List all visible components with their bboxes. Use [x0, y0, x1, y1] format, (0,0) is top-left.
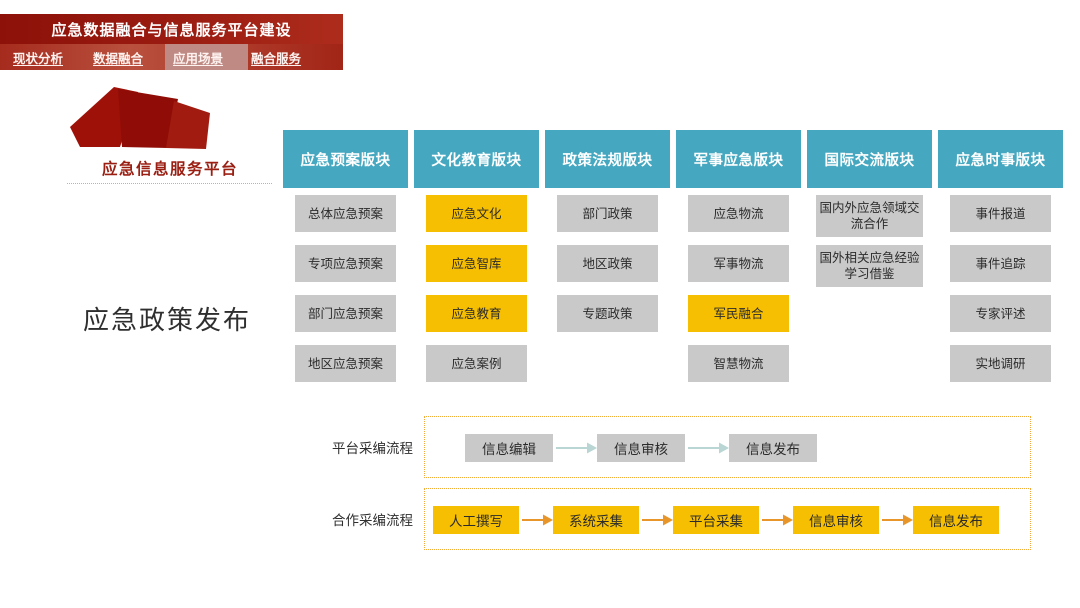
column-header[interactable]: 政策法规版块 [545, 130, 670, 188]
module-cell[interactable]: 专项应急预案 [295, 245, 396, 282]
logo-divider [67, 183, 272, 184]
column-header[interactable]: 文化教育版块 [414, 130, 539, 188]
column-header[interactable]: 应急时事版块 [938, 130, 1063, 188]
flow-sequence: 信息编辑 信息审核 信息发布 [465, 417, 817, 479]
module-column-1: 应急预案版块总体应急预案专项应急预案部门应急预案地区应急预案 [283, 130, 408, 382]
module-cell[interactable]: 应急物流 [688, 195, 789, 232]
module-column-3: 政策法规版块部门政策地区政策专题政策 [545, 130, 670, 332]
arrow-right-icon [639, 513, 673, 527]
platform-logo: 应急信息服务平台 [60, 85, 280, 193]
arrow-right-icon [879, 513, 913, 527]
module-cell[interactable]: 智慧物流 [688, 345, 789, 382]
tab-ronghe-fuwu[interactable]: 融合服务 [251, 50, 302, 66]
column-header[interactable]: 应急预案版块 [283, 130, 408, 188]
column-cells: 应急物流军事物流军民融合智慧物流 [676, 195, 801, 395]
flow-node[interactable]: 信息编辑 [465, 434, 553, 462]
column-header[interactable]: 国际交流版块 [807, 130, 932, 188]
flow-container: 信息编辑 信息审核 信息发布 [424, 416, 1031, 478]
module-cell[interactable]: 事件报道 [950, 195, 1051, 232]
module-cell[interactable]: 总体应急预案 [295, 195, 396, 232]
flow-node[interactable]: 信息发布 [729, 434, 817, 462]
module-column-2: 文化教育版块应急文化应急智库应急教育应急案例 [414, 130, 539, 382]
module-cell[interactable]: 应急智库 [426, 245, 527, 282]
flow-node[interactable]: 人工撰写 [433, 506, 519, 534]
tab-yingyong-changjing[interactable]: 应用场景 [173, 50, 224, 66]
arrow-right-icon [519, 513, 553, 527]
tab-bar: 现状分析 数据融合 应用场景 融合服务 [0, 44, 343, 70]
section-title: 应急政策发布 [82, 306, 251, 336]
arrow-right-icon [685, 441, 729, 455]
column-header[interactable]: 军事应急版块 [676, 130, 801, 188]
module-cell[interactable]: 国外相关应急经验学习借鉴 [816, 245, 923, 287]
module-cell[interactable]: 事件追踪 [950, 245, 1051, 282]
flow-node[interactable]: 信息发布 [913, 506, 999, 534]
logo-text: 应急信息服务平台 [101, 160, 238, 178]
arrow-right-icon [759, 513, 793, 527]
arrow-right-icon [553, 441, 597, 455]
flow-sequence: 人工撰写 系统采集 平台采集 信息审核 信息发布 [433, 489, 999, 551]
page-title: 应急数据融合与信息服务平台建设 [51, 20, 292, 39]
module-cell[interactable]: 军民融合 [688, 295, 789, 332]
column-cells: 国内外应急领域交流合作国外相关应急经验学习借鉴 [807, 195, 932, 295]
column-cells: 总体应急预案专项应急预案部门应急预案地区应急预案 [283, 195, 408, 395]
flow-label: 合作采编流程 [332, 513, 413, 529]
tab-shuju-ronghe[interactable]: 数据融合 [93, 50, 144, 66]
header-bar: 应急数据融合与信息服务平台建设 [0, 14, 343, 44]
flow-node[interactable]: 信息审核 [793, 506, 879, 534]
module-cell[interactable]: 部门政策 [557, 195, 658, 232]
flow-node[interactable]: 信息审核 [597, 434, 685, 462]
tab-xianzhuang-fenxi[interactable]: 现状分析 [13, 50, 64, 66]
flow-node[interactable]: 系统采集 [553, 506, 639, 534]
module-cell[interactable]: 部门应急预案 [295, 295, 396, 332]
module-column-6: 应急时事版块事件报道事件追踪专家评述实地调研 [938, 130, 1063, 382]
module-column-5: 国际交流版块国内外应急领域交流合作国外相关应急经验学习借鉴 [807, 130, 932, 287]
polygon-mountain-icon [68, 85, 218, 153]
module-cell[interactable]: 应急案例 [426, 345, 527, 382]
module-cell[interactable]: 国内外应急领域交流合作 [816, 195, 923, 237]
module-cell[interactable]: 军事物流 [688, 245, 789, 282]
column-cells: 事件报道事件追踪专家评述实地调研 [938, 195, 1063, 395]
module-cell[interactable]: 实地调研 [950, 345, 1051, 382]
module-cell[interactable]: 地区应急预案 [295, 345, 396, 382]
flow-container: 人工撰写 系统采集 平台采集 信息审核 信息发布 [424, 488, 1031, 550]
module-cell[interactable]: 应急教育 [426, 295, 527, 332]
flow-label: 平台采编流程 [332, 441, 413, 457]
module-column-4: 军事应急版块应急物流军事物流军民融合智慧物流 [676, 130, 801, 382]
tab-active-highlight [165, 44, 248, 70]
module-cell[interactable]: 地区政策 [557, 245, 658, 282]
column-cells: 应急文化应急智库应急教育应急案例 [414, 195, 539, 395]
module-cell[interactable]: 专家评述 [950, 295, 1051, 332]
module-cell[interactable]: 应急文化 [426, 195, 527, 232]
flow-node[interactable]: 平台采集 [673, 506, 759, 534]
module-cell[interactable]: 专题政策 [557, 295, 658, 332]
column-cells: 部门政策地区政策专题政策 [545, 195, 670, 345]
